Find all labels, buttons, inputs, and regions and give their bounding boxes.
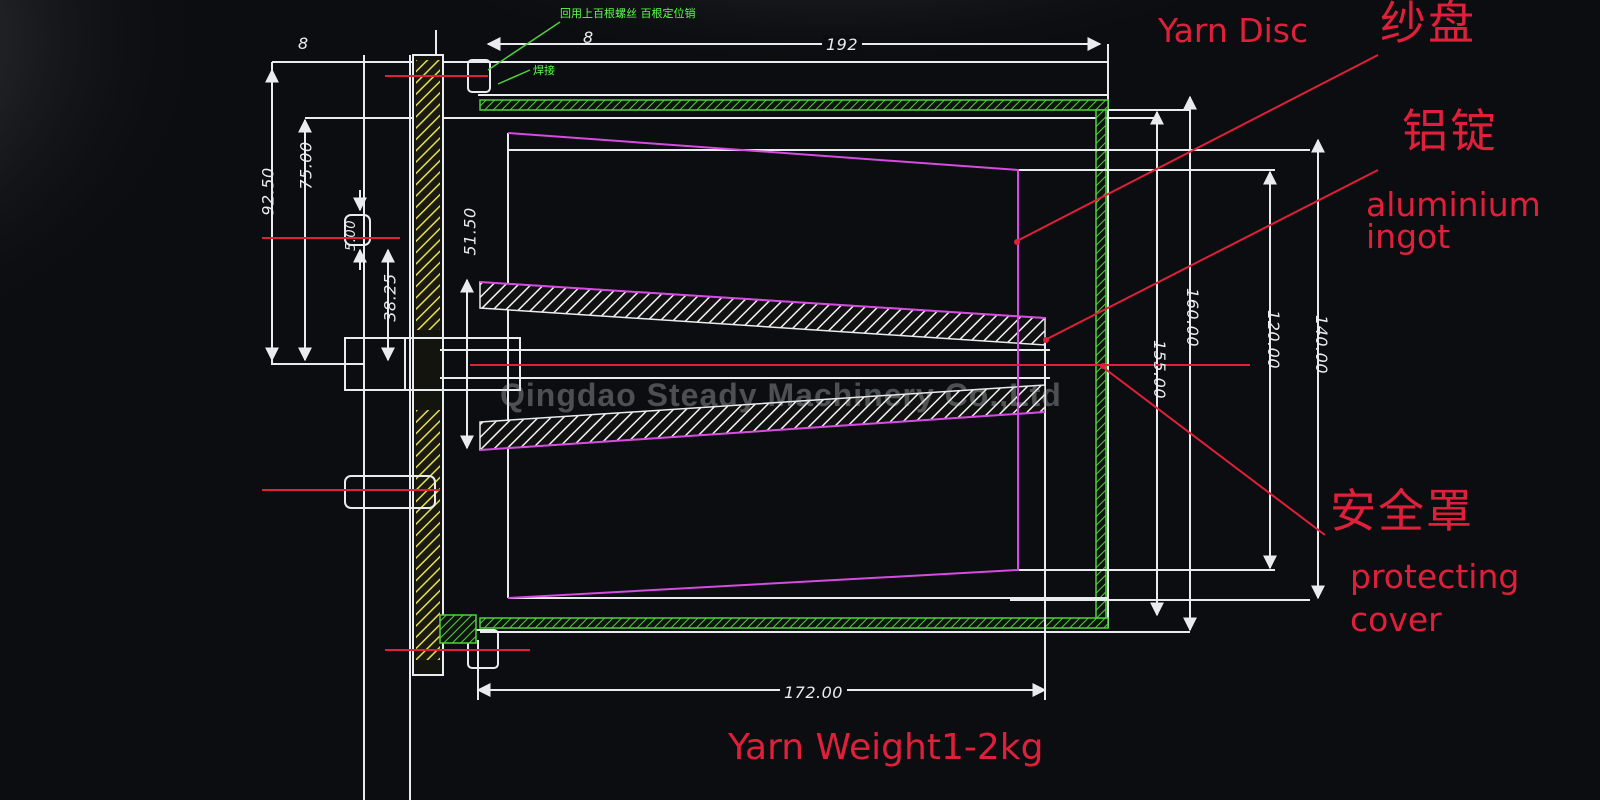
dim-right-120: 120.00: [1263, 310, 1283, 369]
top-note: 回用上百根螺丝 百根定位销: [560, 7, 696, 20]
label-ingot-cn: 铝锭: [1402, 104, 1498, 158]
dim-right-155: 155.00: [1149, 340, 1169, 399]
weld-note: 焊接: [533, 64, 555, 77]
label-ingot-line1: aluminium: [1366, 185, 1541, 224]
label-yarn-weight: Yarn Weight1-2kg: [728, 727, 1044, 768]
label-yarn-disc: Yarn Disc: [1158, 11, 1309, 50]
dim-left-75: 75.00: [296, 141, 316, 190]
dim-top-mid: 8: [583, 28, 594, 47]
dim-bottom-length: 172.00: [780, 683, 847, 702]
label-cover-cn: 安全罩: [1330, 484, 1474, 538]
dim-right-160: 160.00: [1182, 288, 1202, 347]
dim-left-92: 92.50: [258, 167, 278, 216]
label-cover-line1: protecting: [1350, 557, 1520, 596]
dim-left-38: 38.25: [380, 273, 400, 322]
label-cover-line2: cover: [1350, 600, 1442, 639]
label-ingot-line2: ingot: [1366, 217, 1451, 256]
watermark: Qingdao Steady Machinery Co.,Ltd: [500, 377, 1062, 413]
dim-inner-51: 51.50: [460, 207, 480, 256]
dim-right-140: 140.00: [1311, 315, 1331, 374]
dim-top-left: 8: [298, 34, 309, 53]
dim-left-small: 5.00: [343, 220, 359, 251]
label-yarn-disc-cn: 纱盘: [1380, 0, 1476, 50]
dim-top-total: 192: [822, 35, 863, 54]
